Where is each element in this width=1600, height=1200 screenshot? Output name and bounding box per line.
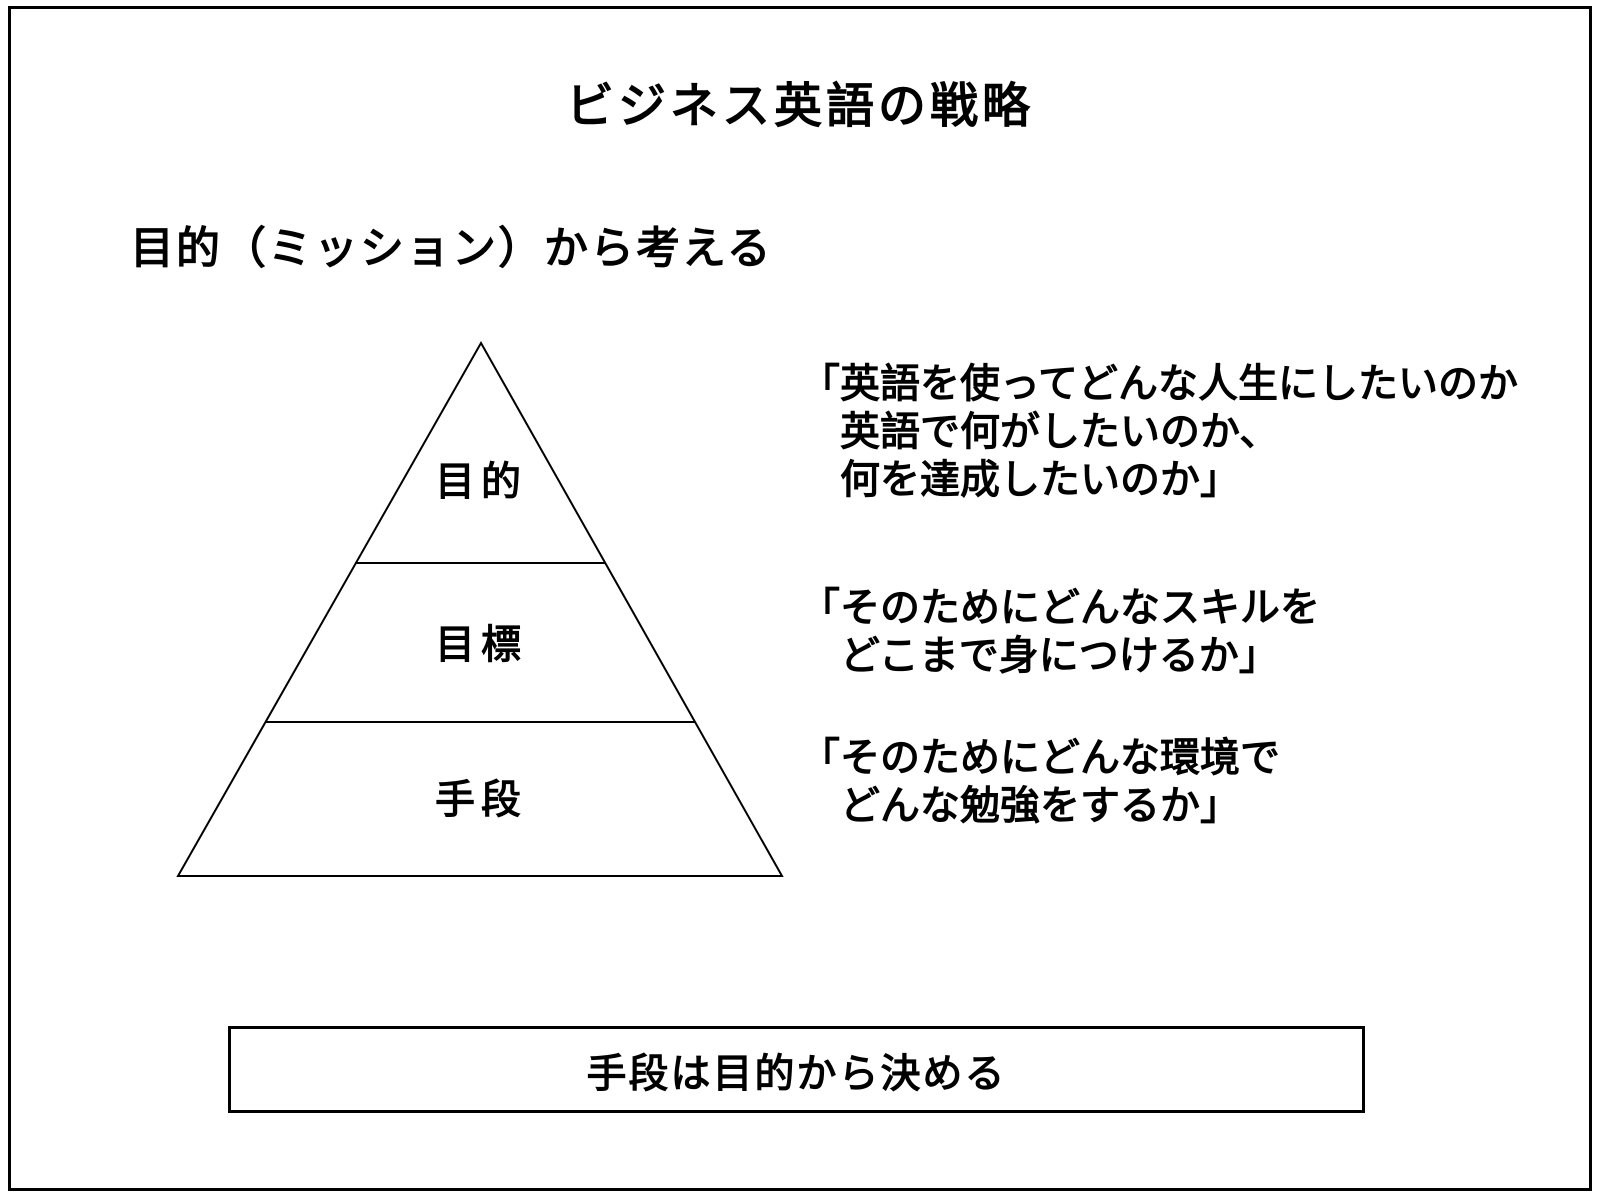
- conclusion-box: 手段は目的から決める: [228, 1026, 1365, 1113]
- pyramid-tier-purpose-label: 目的: [435, 460, 527, 504]
- pyramid-diagram: [176, 340, 784, 877]
- conclusion-text: 手段は目的から決める: [586, 1051, 1007, 1096]
- annotation-goal-line-2: どこまで身につけるか」: [840, 634, 1279, 678]
- pyramid-outline: [176, 340, 784, 877]
- annotation-means-line-2: どんな勉強をするか」: [840, 784, 1240, 828]
- annotation-purpose: 「英語を使ってどんな人生にしたいのか 英語で何がしたいのか、 何を達成したいのか…: [800, 360, 1518, 504]
- annotation-purpose-line-1: 「英語を使ってどんな人生にしたいのか: [800, 362, 1518, 406]
- annotation-goal-line-1: 「そのためにどんなスキルを: [800, 586, 1320, 630]
- slide-border: [8, 6, 1592, 1191]
- annotation-means: 「そのためにどんな環境で どんな勉強をするか」: [800, 734, 1280, 830]
- annotation-goal: 「そのためにどんなスキルを どこまで身につけるか」: [800, 584, 1320, 680]
- subtitle-heading: 目的（ミッション）から考える: [130, 224, 773, 273]
- pyramid-tier-means-label: 手段: [435, 778, 527, 822]
- annotation-purpose-line-2: 英語で何がしたいのか、: [840, 410, 1280, 454]
- pyramid-tier-goal-label: 目標: [435, 623, 527, 667]
- slide-title: ビジネス英語の戦略: [565, 80, 1034, 133]
- annotation-purpose-line-3: 何を達成したいのか」: [840, 458, 1240, 502]
- annotation-means-line-1: 「そのためにどんな環境で: [800, 736, 1280, 780]
